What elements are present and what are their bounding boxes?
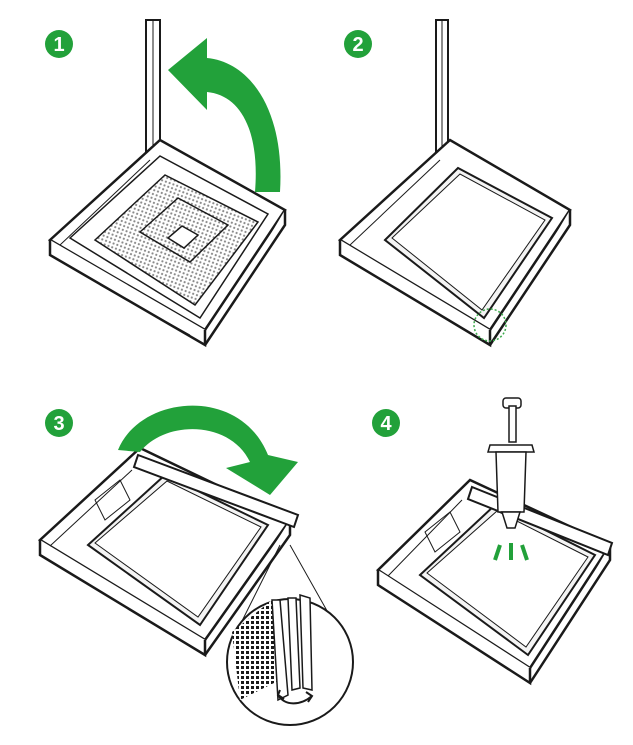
magnifier-icon <box>226 544 354 726</box>
step-2-panel: 2 <box>337 19 572 348</box>
step-number: 4 <box>380 413 392 435</box>
rotate-arrow-icon <box>276 689 314 705</box>
step-1-panel: 1 <box>45 19 287 348</box>
step-number: 1 <box>53 34 64 56</box>
cpu-socket-icon <box>47 138 287 348</box>
step-4-panel: 4 <box>372 397 614 686</box>
cpu-icon <box>418 503 597 657</box>
paste-drop-icon <box>493 543 529 561</box>
step-3-panel: 3 <box>37 405 354 726</box>
alignment-circle-icon <box>473 308 507 342</box>
curved-arrow-icon <box>168 38 281 192</box>
step-number: 2 <box>352 34 363 56</box>
thermal-paste-syringe-icon <box>487 397 535 529</box>
lever-icon <box>132 453 300 529</box>
cpu-icon <box>86 473 270 627</box>
step-badge <box>45 30 73 58</box>
cpu-icon <box>383 166 554 320</box>
curved-arrow-icon <box>118 405 298 495</box>
step-number: 3 <box>53 413 64 435</box>
step-badge <box>372 409 400 437</box>
step-badge <box>45 409 73 437</box>
step-badge <box>344 30 372 58</box>
